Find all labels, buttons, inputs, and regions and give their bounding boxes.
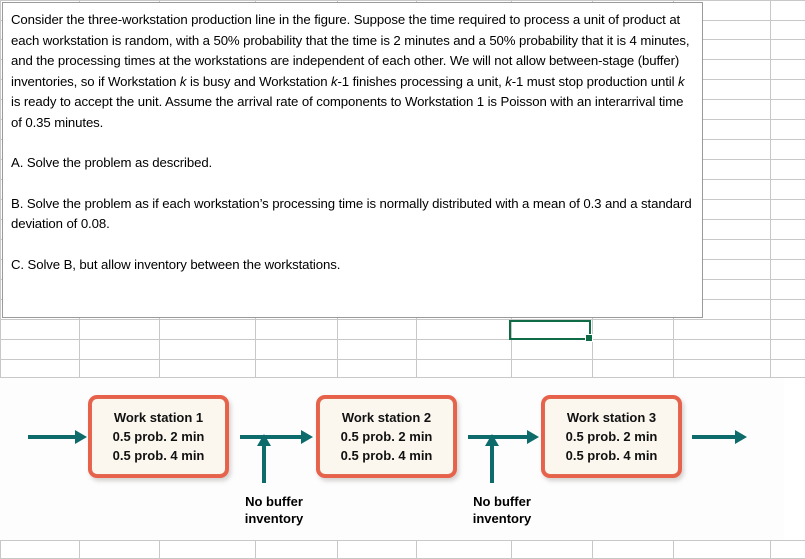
- grid-row-line-20: [0, 540, 805, 541]
- workstation-2-title: Work station 2: [341, 410, 432, 425]
- workstation-3-prob-line-2: 0.5 prob. 4 min: [565, 448, 658, 463]
- no-buffer-label-1: No buffer inventory: [209, 493, 339, 527]
- selected-cell[interactable]: [509, 320, 593, 342]
- production-line-figure[interactable]: Work station 1 0.5 prob. 2 min 0.5 prob.…: [0, 378, 784, 540]
- question-part-b: B. Solve the problem as if each workstat…: [11, 195, 692, 232]
- arrow-station-1-to-station-2: [240, 430, 313, 444]
- workstation-3-prob-line-1: 0.5 prob. 2 min: [565, 429, 658, 444]
- no-buffer-label-1-line-1: No buffer: [245, 494, 303, 509]
- workstation-box-3: Work station 3 0.5 prob. 2 min 0.5 prob.…: [541, 395, 682, 478]
- grid-row-line-19: [0, 377, 805, 378]
- grid-row-line-17: [0, 339, 805, 340]
- grid-row-line-16: [0, 319, 805, 320]
- workstation-3-title: Work station 3: [566, 410, 657, 425]
- no-buffer-label-1-line-2: inventory: [244, 511, 304, 526]
- arrow-no-buffer-2: [485, 434, 499, 483]
- no-buffer-label-2-line-2: inventory: [472, 511, 532, 526]
- question-text-box[interactable]: Consider the three-workstation productio…: [2, 2, 703, 318]
- arrowhead-icon: [75, 430, 87, 444]
- workstation-box-1: Work station 1 0.5 prob. 2 min 0.5 prob.…: [88, 395, 229, 478]
- question-paragraph-intro: Consider the three-workstation productio…: [11, 12, 690, 130]
- arrowhead-icon: [301, 430, 313, 444]
- fill-handle[interactable]: [585, 334, 593, 342]
- workstation-2-prob-line-2: 0.5 prob. 4 min: [340, 448, 433, 463]
- arrow-station-3-to-output: [692, 430, 747, 444]
- grid-row-line-18: [0, 359, 805, 360]
- arrowhead-up-icon: [485, 434, 499, 446]
- workstation-1-prob-line-2: 0.5 prob. 4 min: [112, 448, 205, 463]
- workstation-1-prob-line-1: 0.5 prob. 2 min: [112, 429, 205, 444]
- grid-row-line-0: [0, 0, 805, 1]
- arrowhead-icon: [527, 430, 539, 444]
- no-buffer-label-2: No buffer inventory: [437, 493, 567, 527]
- arrowhead-icon: [735, 430, 747, 444]
- arrow-no-buffer-1: [257, 434, 271, 483]
- no-buffer-label-2-line-1: No buffer: [473, 494, 531, 509]
- workstation-2-prob-line-1: 0.5 prob. 2 min: [340, 429, 433, 444]
- question-part-a: A. Solve the problem as described.: [11, 155, 213, 170]
- question-part-c: C. Solve B, but allow inventory between …: [11, 256, 341, 272]
- workstation-1-title: Work station 1: [113, 410, 204, 425]
- arrow-input-to-station-1: [28, 430, 87, 444]
- workstation-box-2: Work station 2 0.5 prob. 2 min 0.5 prob.…: [316, 395, 457, 478]
- arrowhead-up-icon: [257, 434, 271, 446]
